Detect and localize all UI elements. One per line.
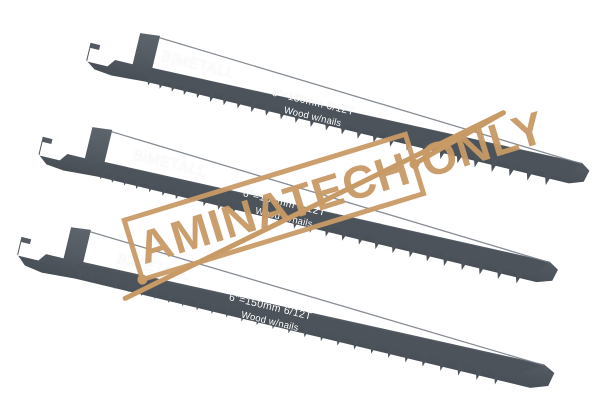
mounting-hole-icon: [34, 231, 50, 244]
mounting-hole-icon: [55, 131, 71, 144]
mounting-hole-icon: [103, 37, 119, 50]
blade-top-highlight: [159, 37, 583, 165]
